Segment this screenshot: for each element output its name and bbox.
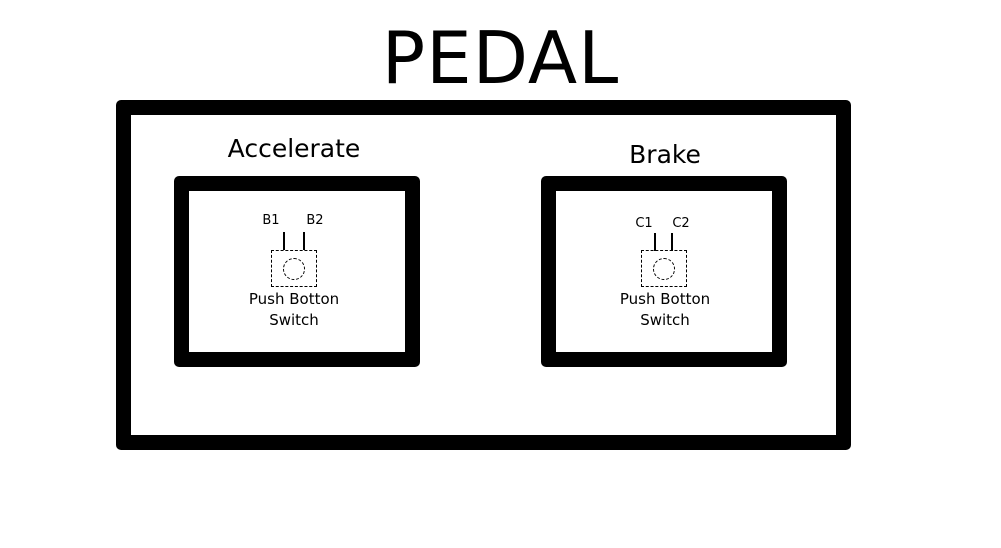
pin-b1: [283, 232, 285, 250]
brake-push-button-switch: [641, 250, 687, 287]
accelerate-switch-label-line1: Push Botton: [248, 290, 340, 308]
pin-c1: [654, 233, 656, 251]
switch-button-knob: [653, 258, 675, 280]
switch-button-knob: [283, 258, 305, 280]
pin-label-b2: B2: [306, 213, 324, 228]
brake-pedal-box: [541, 176, 787, 367]
pin-c2: [671, 233, 673, 251]
brake-label: Brake: [629, 140, 701, 169]
pin-b2: [303, 232, 305, 250]
accelerate-switch-label-line2: Switch: [269, 311, 319, 329]
accelerate-label: Accelerate: [227, 134, 361, 163]
brake-switch-label-line2: Switch: [640, 311, 690, 329]
accelerate-push-button-switch: [271, 250, 317, 287]
brake-switch-label-line1: Push Botton: [619, 290, 711, 308]
pin-label-c1: C1: [635, 216, 653, 231]
pin-label-c2: C2: [672, 216, 690, 231]
accelerate-pedal-box: [174, 176, 420, 367]
diagram-title: PEDAL: [381, 16, 620, 100]
pedal-housing: [116, 100, 851, 450]
pin-label-b1: B1: [262, 213, 280, 228]
